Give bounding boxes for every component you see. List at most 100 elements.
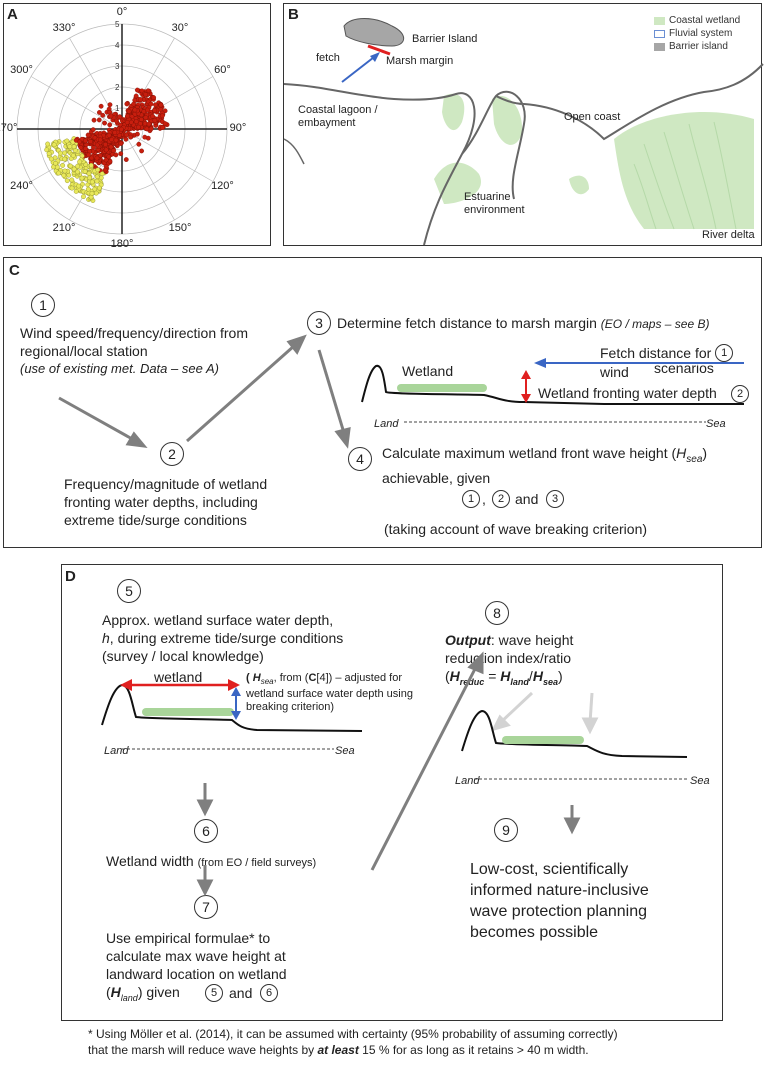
wind-point	[89, 179, 95, 185]
footnote: * Using Möller et al. (2014), it can be …	[88, 1027, 618, 1057]
radial-tick-label: 5	[115, 20, 120, 29]
wind-point	[134, 87, 140, 93]
land-label-d: Land	[104, 745, 129, 757]
angle-label: 270°	[0, 122, 18, 134]
wind-point	[95, 167, 101, 173]
wind-point	[153, 102, 158, 108]
wind-point	[68, 163, 73, 169]
wind-point	[108, 113, 114, 119]
wind-point	[82, 169, 88, 174]
step-3-text: Determine fetch distance to marsh margin…	[337, 315, 710, 331]
panel-c-graphics	[58, 334, 744, 449]
given-circle-6: 6	[260, 984, 278, 1002]
step-3-circle: 3	[307, 311, 331, 335]
given-circle-2: 2	[492, 490, 510, 508]
barrier-island-shape	[343, 18, 405, 47]
given-circle-1: 1	[462, 490, 480, 508]
wind-point	[138, 117, 144, 122]
wind-point	[136, 141, 142, 147]
wind-point	[69, 185, 75, 191]
wind-point	[106, 132, 112, 138]
legend-swatch-fluvial	[654, 30, 665, 38]
step-6-circle: 6	[194, 819, 218, 843]
wind-point	[142, 121, 148, 127]
label-barrier-island: Barrier Island	[412, 33, 478, 45]
wind-point	[45, 141, 51, 147]
angle-label: 0°	[116, 6, 128, 18]
label-open-coast: Open coast	[564, 111, 621, 123]
sea-label-d2: Sea	[690, 775, 710, 787]
wetland-patch-delta	[614, 111, 754, 229]
wind-point	[162, 121, 168, 127]
panel-label-a: A	[7, 6, 18, 23]
step-2-circle: 2	[160, 442, 184, 466]
fetch-distance-text: Fetch distance for 1 wind	[600, 344, 760, 381]
fronting-depth-circle: 2	[731, 385, 749, 403]
step-1-circle: 1	[31, 293, 55, 317]
step-8-circle: 8	[485, 601, 509, 625]
panel-label-b: B	[288, 6, 299, 23]
panel-label-d: D	[65, 568, 76, 585]
step-7-circle: 7	[194, 895, 218, 919]
wind-point	[114, 118, 119, 124]
wind-point	[98, 103, 104, 109]
wind-point	[108, 144, 114, 150]
profile-d-left	[101, 683, 363, 732]
coastline	[283, 63, 764, 246]
wind-point	[77, 159, 83, 165]
wind-point	[111, 148, 117, 154]
angle-label: 150°	[168, 222, 192, 235]
wetland-patch-small	[569, 175, 589, 195]
wind-point	[96, 117, 102, 123]
wind-point	[118, 126, 124, 132]
angle-label: 90°	[229, 122, 247, 134]
land-label-d2: Land	[455, 775, 480, 787]
wind-point	[97, 153, 103, 158]
wind-point	[94, 174, 100, 180]
wind-point	[152, 118, 158, 123]
wind-point	[94, 142, 100, 148]
wind-point	[143, 115, 149, 121]
wind-point	[77, 139, 82, 145]
wind-point	[124, 132, 129, 138]
wind-point	[139, 148, 144, 154]
step-4-breaking: (taking account of wave breaking criteri…	[384, 521, 648, 537]
wind-point	[71, 166, 77, 172]
profile-c	[361, 364, 744, 405]
wind-point	[54, 164, 60, 170]
label-river-delta: River delta	[702, 229, 755, 241]
wind-point	[148, 101, 154, 107]
wind-point	[109, 137, 115, 143]
wind-point	[124, 101, 130, 107]
step-5-circle: 5	[117, 579, 141, 603]
angle-label: 180°	[110, 238, 134, 250]
wind-point	[64, 178, 70, 184]
wind-point	[94, 155, 100, 161]
panel-d-graphics	[101, 651, 688, 897]
label-lagoon: Coastal lagoon /embayment	[298, 104, 378, 129]
wind-point	[96, 185, 102, 191]
wind-point	[86, 152, 91, 158]
label-wetland-c: Wetland	[402, 363, 454, 379]
legend-coastal-wetland: Coastal wetland	[669, 15, 741, 26]
label-wetland-d: wetland	[154, 669, 203, 685]
step-6-text: Wetland width (from EO / field surveys)	[106, 853, 317, 869]
wind-point	[118, 151, 124, 157]
wind-point	[91, 117, 97, 123]
angle-label: 240°	[10, 180, 33, 192]
sea-label-c: Sea	[706, 418, 726, 430]
wind-point	[62, 156, 68, 162]
wind-point	[62, 150, 67, 156]
rose-spoke	[30, 76, 123, 130]
wind-point	[79, 175, 85, 181]
wind-point	[75, 169, 81, 175]
wind-point	[103, 157, 109, 163]
sea-label-d: Sea	[335, 745, 355, 757]
wind-point	[131, 101, 137, 107]
wind-point	[113, 152, 119, 158]
wind-point	[145, 107, 150, 113]
wind-point	[113, 137, 119, 143]
